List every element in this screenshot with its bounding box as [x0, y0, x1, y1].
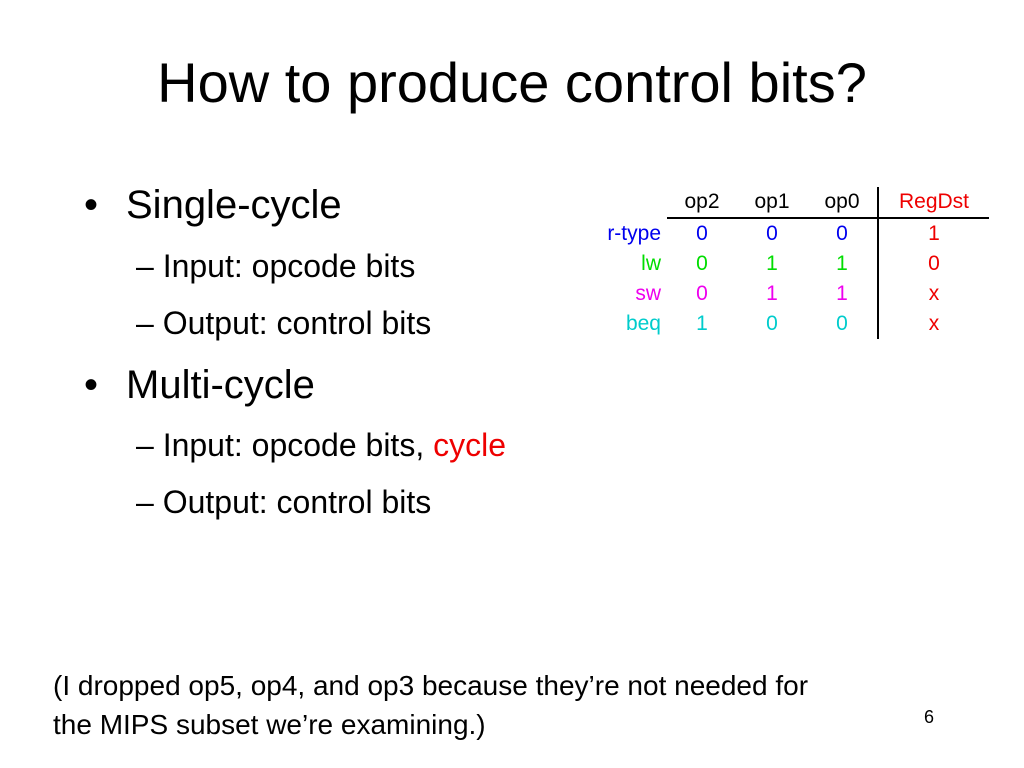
- table-row: sw 0 1 1 x: [566, 279, 989, 309]
- sub-bullet-output: – Output: control bits: [136, 484, 432, 520]
- dash-marker: –: [136, 305, 154, 341]
- header-regdst: RegDst: [877, 187, 989, 219]
- footnote-line-2: the MIPS subset we’re examining.): [53, 709, 486, 741]
- bullet-single-cycle: • Single-cycle: [84, 183, 342, 227]
- footnote-line-1: (I dropped op5, op4, and op3 because the…: [53, 670, 809, 701]
- page-number: 6: [924, 707, 935, 727]
- bullet-marker: •: [84, 183, 99, 227]
- dash-marker: –: [136, 427, 154, 463]
- corner-cell: [566, 187, 667, 218]
- table-row: beq 1 0 0 x: [566, 309, 989, 339]
- bullet-marker: •: [84, 363, 99, 407]
- cell-op2: 0: [696, 252, 708, 276]
- table-row: r-type 0 0 0 1: [566, 218, 989, 249]
- sub-bullet-input: – Input: opcode bits: [136, 248, 416, 284]
- cell-op0: 0: [836, 312, 848, 336]
- sub-bullet-input: – Input: opcode bits, cycle: [136, 427, 506, 463]
- cell-op0: 1: [836, 252, 848, 276]
- footnote: (I dropped op5, op4, and op3 because the…: [53, 666, 808, 744]
- header-op2: op2: [667, 187, 737, 219]
- cell-op1: 1: [766, 252, 778, 276]
- row-label-lw: lw: [641, 252, 661, 276]
- cell-regdst: 0: [877, 249, 989, 279]
- bullet-text: Single-cycle: [126, 183, 342, 227]
- cell-op1: 1: [766, 282, 778, 306]
- dash-marker: –: [136, 484, 154, 520]
- sub-bullet-text: Output: control bits: [162, 484, 432, 520]
- cell-op1: 0: [766, 222, 778, 246]
- table-header-row: op2 op1 op0 RegDst: [566, 187, 989, 219]
- table-row: lw 0 1 1 0: [566, 249, 989, 279]
- header-op0: op0: [807, 187, 878, 219]
- cell-op1: 0: [766, 312, 778, 336]
- highlight-text-cycle: cycle: [433, 427, 506, 463]
- sub-bullet-text: Input: opcode bits: [162, 248, 416, 284]
- row-label-r-type: r-type: [607, 221, 661, 245]
- cell-op2: 0: [696, 282, 708, 306]
- slide-title: How to produce control bits?: [157, 51, 867, 114]
- cell-op0: 1: [836, 282, 848, 306]
- header-op1: op1: [737, 187, 807, 219]
- cell-op2: 0: [696, 222, 708, 246]
- cell-regdst: x: [877, 279, 989, 309]
- row-label-beq: beq: [625, 312, 661, 336]
- cell-op2: 1: [696, 312, 708, 336]
- control-truth-table: op2 op1 op0 RegDst r-type 0 0 0 1 lw 0 1…: [566, 187, 989, 339]
- bullet-text: Multi-cycle: [126, 363, 315, 407]
- dash-marker: –: [136, 248, 154, 284]
- bullet-multi-cycle: • Multi-cycle: [84, 363, 315, 407]
- cell-op0: 0: [836, 222, 848, 246]
- sub-bullet-text: Output: control bits: [162, 305, 432, 341]
- sub-bullet-output: – Output: control bits: [136, 305, 432, 341]
- row-label-sw: sw: [635, 282, 661, 306]
- cell-regdst: 1: [877, 218, 989, 249]
- cell-regdst: x: [877, 309, 989, 339]
- sub-bullet-text: Input: opcode bits,: [162, 427, 434, 463]
